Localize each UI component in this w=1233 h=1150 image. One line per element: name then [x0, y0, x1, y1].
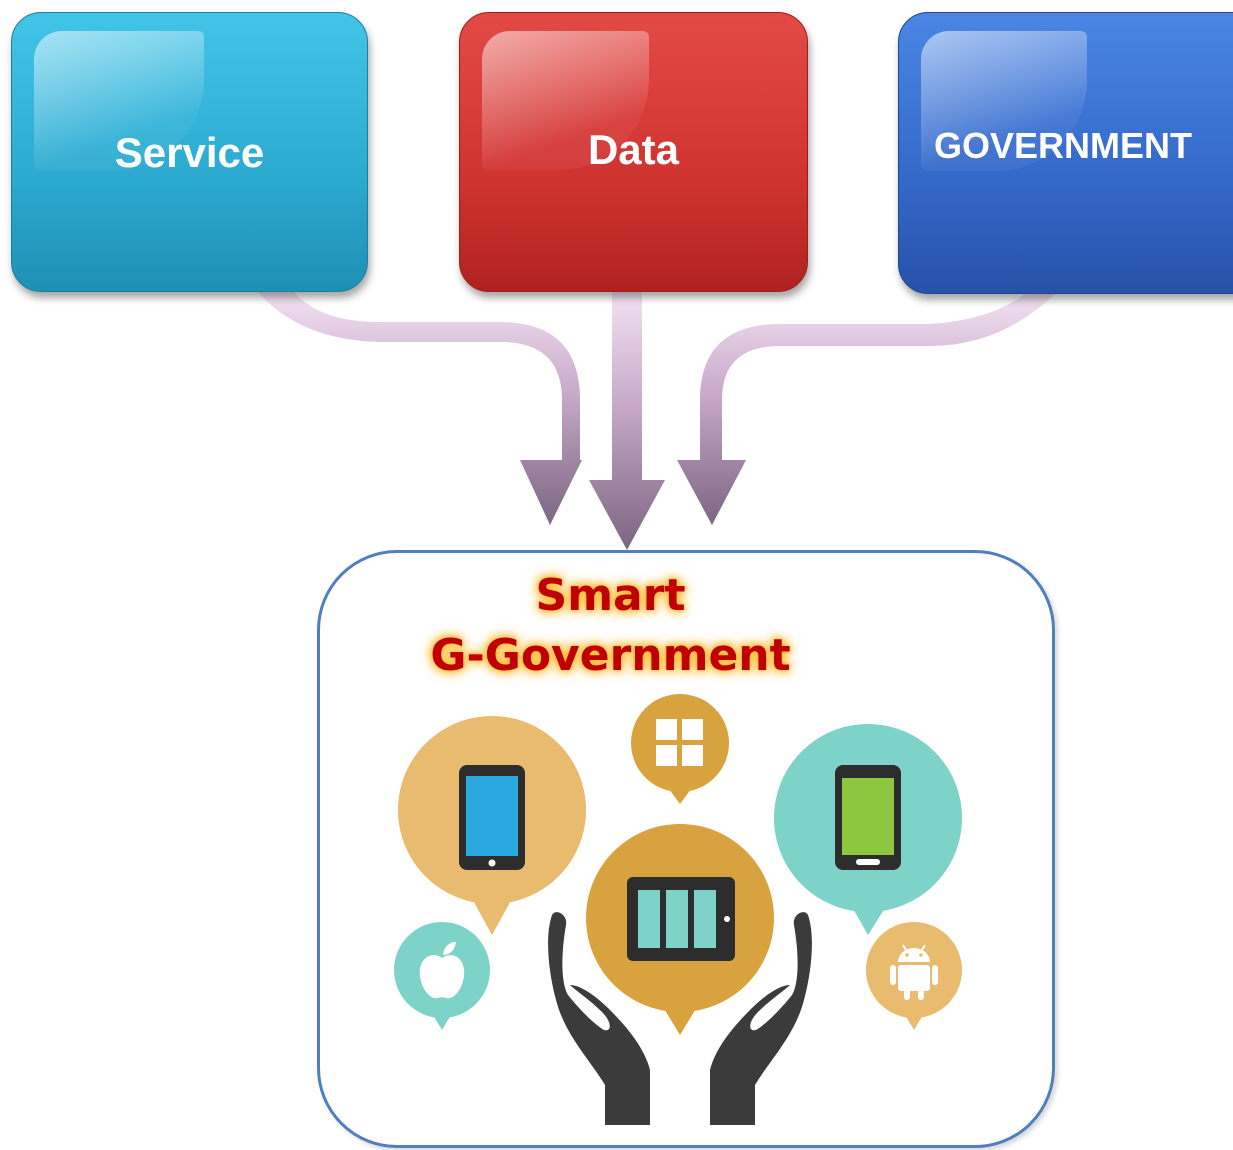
apple-icon: [394, 922, 490, 1030]
panel-title-line1: Smart: [535, 570, 686, 621]
panel-title-line2: G-Government: [430, 630, 791, 681]
data-label: Data: [587, 126, 680, 173]
arrow-service: [258, 292, 582, 525]
arrow-data: [589, 292, 665, 550]
government-box: GOVERNMENT: [898, 12, 1233, 294]
hands-icon: [548, 912, 812, 1125]
windows-icon: [631, 694, 729, 804]
arrow-government: [677, 294, 1055, 525]
service-label: Service: [114, 129, 265, 176]
android-icon: [866, 922, 962, 1030]
government-label: GOVERNMENT: [933, 125, 1192, 166]
service-box: Service: [11, 12, 368, 292]
data-box: Data: [459, 12, 808, 292]
tablet-icon: [586, 824, 774, 1035]
smartphone-icon: [398, 716, 586, 935]
android-phone-icon: [774, 724, 962, 935]
